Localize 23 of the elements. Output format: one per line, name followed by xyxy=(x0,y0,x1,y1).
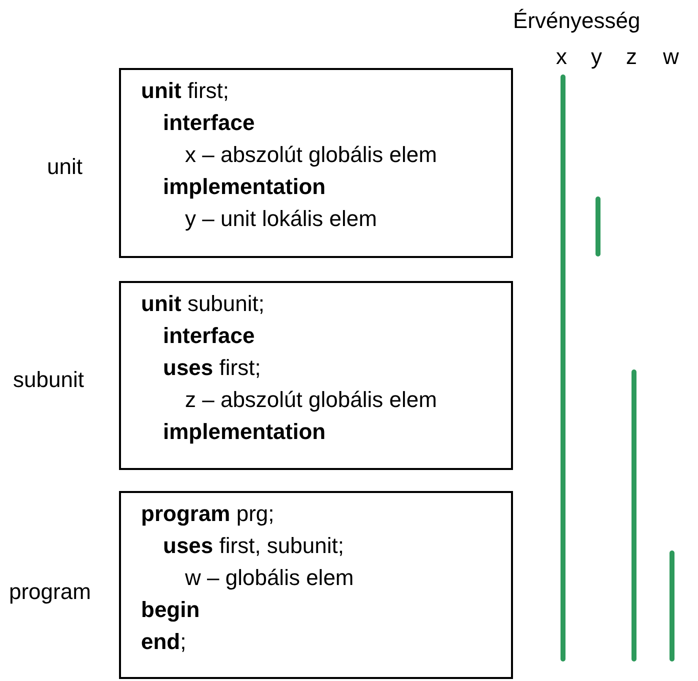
code-line: uses first; xyxy=(163,355,261,381)
column-label: z xyxy=(626,44,637,70)
code-line: unit first; xyxy=(141,78,229,104)
column-label: x xyxy=(556,44,567,70)
section-label: subunit xyxy=(13,367,84,393)
code-line: w – globális elem xyxy=(185,565,354,591)
code-line: implementation xyxy=(163,174,326,200)
code-line: x – abszolút globális elem xyxy=(185,142,437,168)
column-label: w xyxy=(663,44,679,70)
code-line: interface xyxy=(163,323,255,349)
code-line: program prg; xyxy=(141,501,274,527)
code-line: unit subunit; xyxy=(141,291,264,317)
column-label: y xyxy=(591,44,602,70)
section-label: unit xyxy=(47,154,82,180)
code-line: uses first, subunit; xyxy=(163,533,344,559)
code-line: interface xyxy=(163,110,255,136)
code-line: implementation xyxy=(163,419,326,445)
code-line: begin xyxy=(141,597,200,623)
column-heading: Érvényesség xyxy=(513,8,640,34)
code-line: y – unit lokális elem xyxy=(185,206,377,232)
code-line: z – abszolút globális elem xyxy=(185,387,437,413)
code-line: end; xyxy=(141,629,186,655)
section-label: program xyxy=(9,579,91,605)
